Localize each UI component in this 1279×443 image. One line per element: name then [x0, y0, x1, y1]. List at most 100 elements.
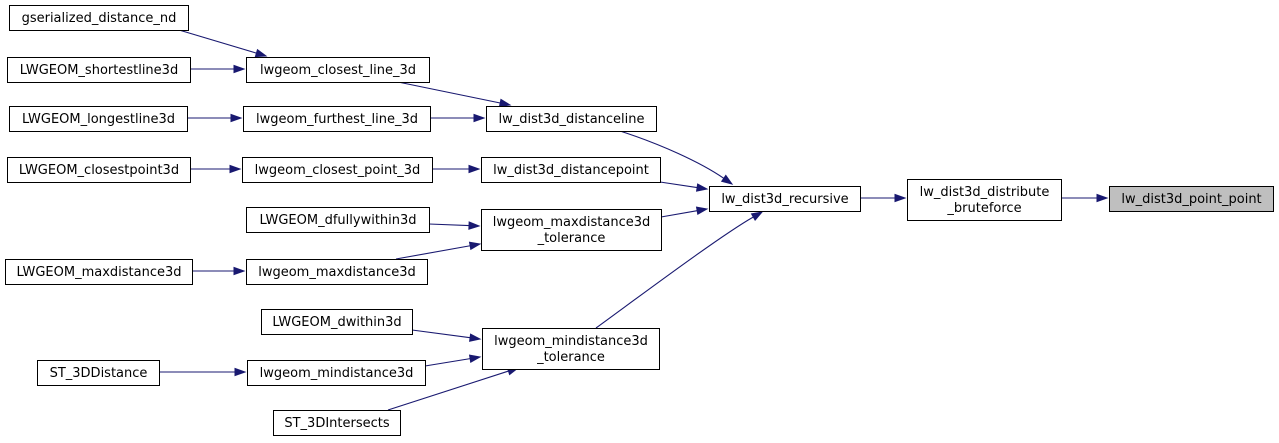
node-lw_dist3d_point_point[interactable]: lw_dist3d_point_point: [1109, 186, 1274, 212]
node-label: lw_dist3d_distancepoint: [493, 163, 649, 178]
edge-line: [595, 216, 754, 329]
node-lw_dist3d_distancepoint[interactable]: lw_dist3d_distancepoint: [481, 157, 661, 183]
node-LWGEOM_dfullywithin3d[interactable]: LWGEOM_dfullywithin3d: [246, 207, 430, 233]
node-lwgeom_mindistance3d[interactable]: lwgeom_mindistance3d: [247, 360, 426, 386]
edge-ST_3DDistance-to-lwgeom_mindistance3d: [159, 367, 247, 377]
node-box[interactable]: [482, 328, 660, 370]
node-box[interactable]: [486, 106, 657, 132]
node-label: lwgeom_closest_line_3d: [260, 63, 416, 78]
edge-lwgeom_maxdistance3d-to-lwgeom_maxdistance3d_tolerance: [395, 241, 482, 260]
edge-lwgeom_closest_line_3d-to-lw_dist3d_distanceline: [397, 81, 512, 108]
arrowhead-icon: [473, 113, 486, 123]
node-label: LWGEOM_dwithin3d: [272, 315, 401, 330]
arrowhead-icon: [230, 113, 243, 123]
node-label: _tolerance: [537, 231, 606, 246]
node-box[interactable]: [481, 209, 662, 251]
node-box[interactable]: [246, 57, 430, 83]
node-label: lw_dist3d_distanceline: [498, 112, 644, 127]
edge-line: [659, 181, 698, 189]
node-box[interactable]: [9, 106, 188, 132]
edge-line: [619, 130, 725, 179]
arrowhead-icon: [695, 206, 709, 216]
node-LWGEOM_closestpoint3d[interactable]: LWGEOM_closestpoint3d: [7, 157, 191, 183]
node-lw_dist3d_distribute_bruteforce[interactable]: lw_dist3d_distribute_bruteforce: [907, 179, 1062, 221]
node-label: lwgeom_mindistance3d: [494, 334, 648, 349]
node-box[interactable]: [242, 157, 433, 183]
edge-lwgeom_mindistance3d_tolerance-to-lw_dist3d_recursive: [595, 211, 764, 329]
node-gserialized_distance_nd[interactable]: gserialized_distance_nd: [9, 5, 189, 31]
node-box[interactable]: [1109, 186, 1274, 212]
node-label: LWGEOM_shortestline3d: [20, 63, 178, 78]
node-box[interactable]: [261, 309, 413, 335]
node-label: _tolerance: [536, 350, 605, 365]
node-LWGEOM_longestline3d[interactable]: LWGEOM_longestline3d: [9, 106, 188, 132]
node-box[interactable]: [5, 259, 193, 285]
node-lwgeom_maxdistance3d[interactable]: lwgeom_maxdistance3d: [246, 259, 428, 285]
node-label: lw_dist3d_recursive: [721, 192, 848, 207]
arrowhead-icon: [468, 221, 481, 230]
node-lw_dist3d_distanceline[interactable]: lw_dist3d_distanceline: [486, 106, 657, 132]
edge-lwgeom_closest_point_3d-to-lw_dist3d_distancepoint: [432, 164, 481, 174]
node-LWGEOM_dwithin3d[interactable]: LWGEOM_dwithin3d: [261, 309, 413, 335]
node-box[interactable]: [9, 5, 189, 31]
node-label: lwgeom_maxdistance3d: [493, 215, 651, 230]
edge-line: [428, 223, 470, 227]
node-label: lwgeom_furthest_line_3d: [256, 112, 418, 127]
arrowhead-icon: [468, 164, 481, 174]
edge-LWGEOM_maxdistance3d-to-lwgeom_maxdistance3d: [192, 266, 246, 276]
edge-line: [387, 370, 509, 411]
node-ST_3DDistance[interactable]: ST_3DDistance: [37, 360, 160, 386]
node-box[interactable]: [7, 157, 191, 183]
node-label: ST_3DIntersects: [284, 416, 390, 431]
node-label: gserialized_distance_nd: [22, 11, 177, 26]
node-lwgeom_closest_line_3d[interactable]: lwgeom_closest_line_3d: [246, 57, 430, 83]
node-label: lw_dist3d_point_point: [1121, 192, 1261, 207]
node-box[interactable]: [709, 186, 861, 212]
arrowhead-icon: [234, 367, 247, 377]
edge-lw_dist3d_recursive-to-lw_dist3d_distribute_bruteforce: [860, 193, 907, 203]
edges-layer: [159, 29, 1109, 411]
node-LWGEOM_shortestline3d[interactable]: LWGEOM_shortestline3d: [7, 57, 191, 83]
node-box[interactable]: [7, 57, 191, 83]
edge-lwgeom_furthest_line_3d-to-lw_dist3d_distanceline: [430, 113, 486, 123]
node-box[interactable]: [246, 259, 428, 285]
node-label: lwgeom_mindistance3d: [260, 366, 414, 381]
edge-line: [424, 358, 471, 367]
arrowhead-icon: [498, 98, 512, 108]
node-lwgeom_closest_point_3d[interactable]: lwgeom_closest_point_3d: [242, 157, 433, 183]
node-lwgeom_mindistance3d_tolerance[interactable]: lwgeom_mindistance3d_tolerance: [482, 328, 660, 370]
edge-LWGEOM_longestline3d-to-lwgeom_furthest_line_3d: [187, 113, 243, 123]
node-LWGEOM_maxdistance3d[interactable]: LWGEOM_maxdistance3d: [5, 259, 193, 285]
node-ST_3DIntersects[interactable]: ST_3DIntersects: [273, 410, 401, 436]
node-box[interactable]: [907, 179, 1062, 221]
node-box[interactable]: [246, 207, 430, 233]
node-box[interactable]: [481, 157, 661, 183]
node-box[interactable]: [273, 410, 401, 436]
edge-line: [660, 210, 698, 218]
edge-LWGEOM_dwithin3d-to-lwgeom_mindistance3d_tolerance: [411, 329, 482, 342]
edge-lw_dist3d_distanceline-to-lw_dist3d_recursive: [619, 130, 734, 185]
node-box[interactable]: [37, 360, 160, 386]
node-label: LWGEOM_maxdistance3d: [16, 265, 181, 280]
node-box[interactable]: [243, 106, 431, 132]
edge-line: [178, 29, 257, 54]
arrowhead-icon: [468, 241, 482, 251]
node-label: LWGEOM_longestline3d: [22, 112, 175, 127]
node-label: lwgeom_closest_point_3d: [255, 163, 421, 178]
arrowhead-icon: [468, 354, 482, 363]
edge-LWGEOM_dfullywithin3d-to-lwgeom_maxdistance3d_tolerance: [428, 221, 481, 230]
node-lwgeom_maxdistance3d_tolerance[interactable]: lwgeom_maxdistance3d_tolerance: [481, 209, 662, 251]
arrowhead-icon: [469, 333, 482, 342]
edge-LWGEOM_shortestline3d-to-lwgeom_closest_line_3d: [190, 64, 246, 74]
node-lw_dist3d_recursive[interactable]: lw_dist3d_recursive: [709, 186, 861, 212]
edge-lw_dist3d_distribute_bruteforce-to-lw_dist3d_point_point: [1061, 193, 1109, 203]
node-box[interactable]: [247, 360, 426, 386]
node-label: LWGEOM_dfullywithin3d: [259, 213, 416, 228]
arrowhead-icon: [750, 211, 764, 221]
node-lwgeom_furthest_line_3d[interactable]: lwgeom_furthest_line_3d: [243, 106, 431, 132]
arrowhead-icon: [229, 164, 242, 174]
edge-line: [411, 329, 471, 339]
nodes-layer: gserialized_distance_ndLWGEOM_shortestli…: [5, 5, 1274, 436]
node-label: LWGEOM_closestpoint3d: [19, 163, 179, 178]
